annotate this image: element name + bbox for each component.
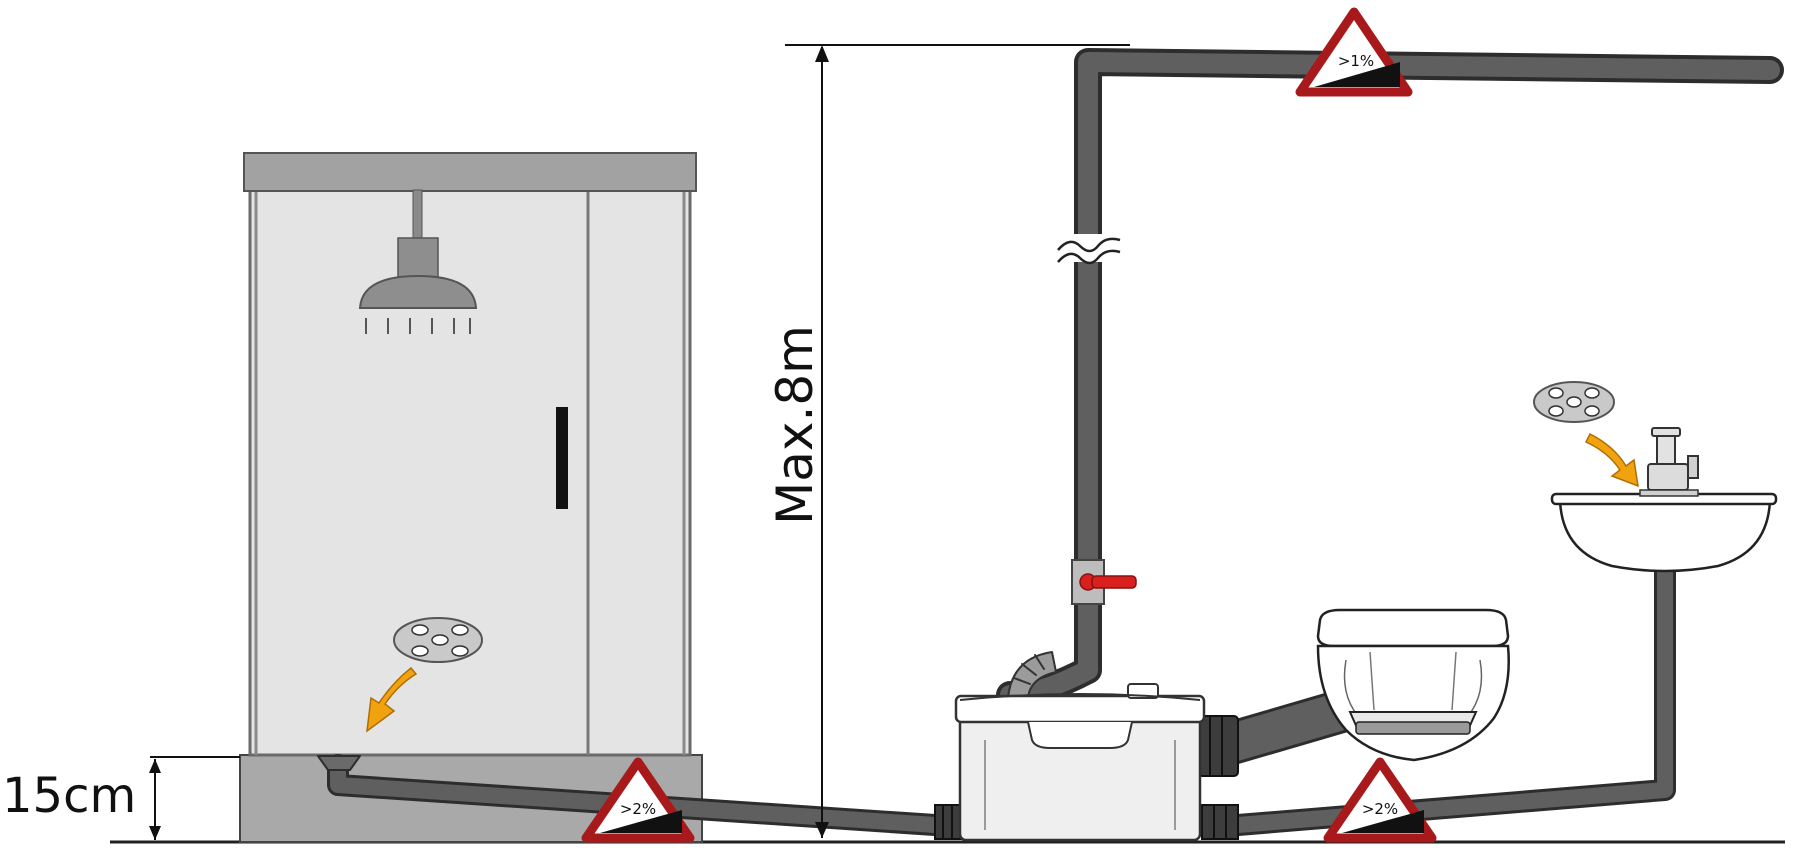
slope-warning-icon (581, 757, 695, 843)
shower-cabin (239, 152, 703, 843)
pump-outlet-connector (1201, 804, 1239, 840)
max-height-dimension (785, 44, 1130, 838)
slope-label-shower: >2% (620, 800, 656, 818)
slope-label-top: >1% (1338, 52, 1374, 70)
max-height-label: Max.8m (766, 325, 824, 525)
sink-bowl (1558, 498, 1772, 573)
slope-warning-icon (1295, 7, 1413, 97)
valve-icon (1071, 559, 1137, 605)
wall-hung-toilet (1316, 608, 1510, 762)
step-height-label: 15cm (2, 768, 136, 824)
discharge-elbow (1007, 651, 1057, 699)
shower-drain-funnel (317, 755, 361, 771)
shower-head-icon (358, 189, 478, 334)
shower-cabin-body (248, 188, 692, 757)
pipe-break-icon (1057, 234, 1121, 265)
shower-door-handle (556, 407, 568, 509)
slope-label-toilet: >2% (1362, 800, 1398, 818)
faucet-icon (1639, 427, 1699, 497)
pump-toilet-connector (1197, 715, 1239, 777)
flow-arrow-icon (366, 666, 418, 733)
macerator-pump-unit (934, 683, 1239, 842)
shower-cabin-roof (243, 152, 697, 192)
pump-lid (954, 694, 1206, 724)
drain-pipes (317, 48, 1784, 836)
drain-strainer-icon (1533, 381, 1615, 423)
step-height-dimension (149, 756, 240, 840)
slope-warning-icon (1323, 757, 1437, 843)
wash-basin (1533, 381, 1778, 573)
drain-strainer-icon (393, 617, 483, 663)
flow-arrow-icon (1584, 432, 1639, 488)
toilet-seat-lid (1316, 608, 1510, 648)
